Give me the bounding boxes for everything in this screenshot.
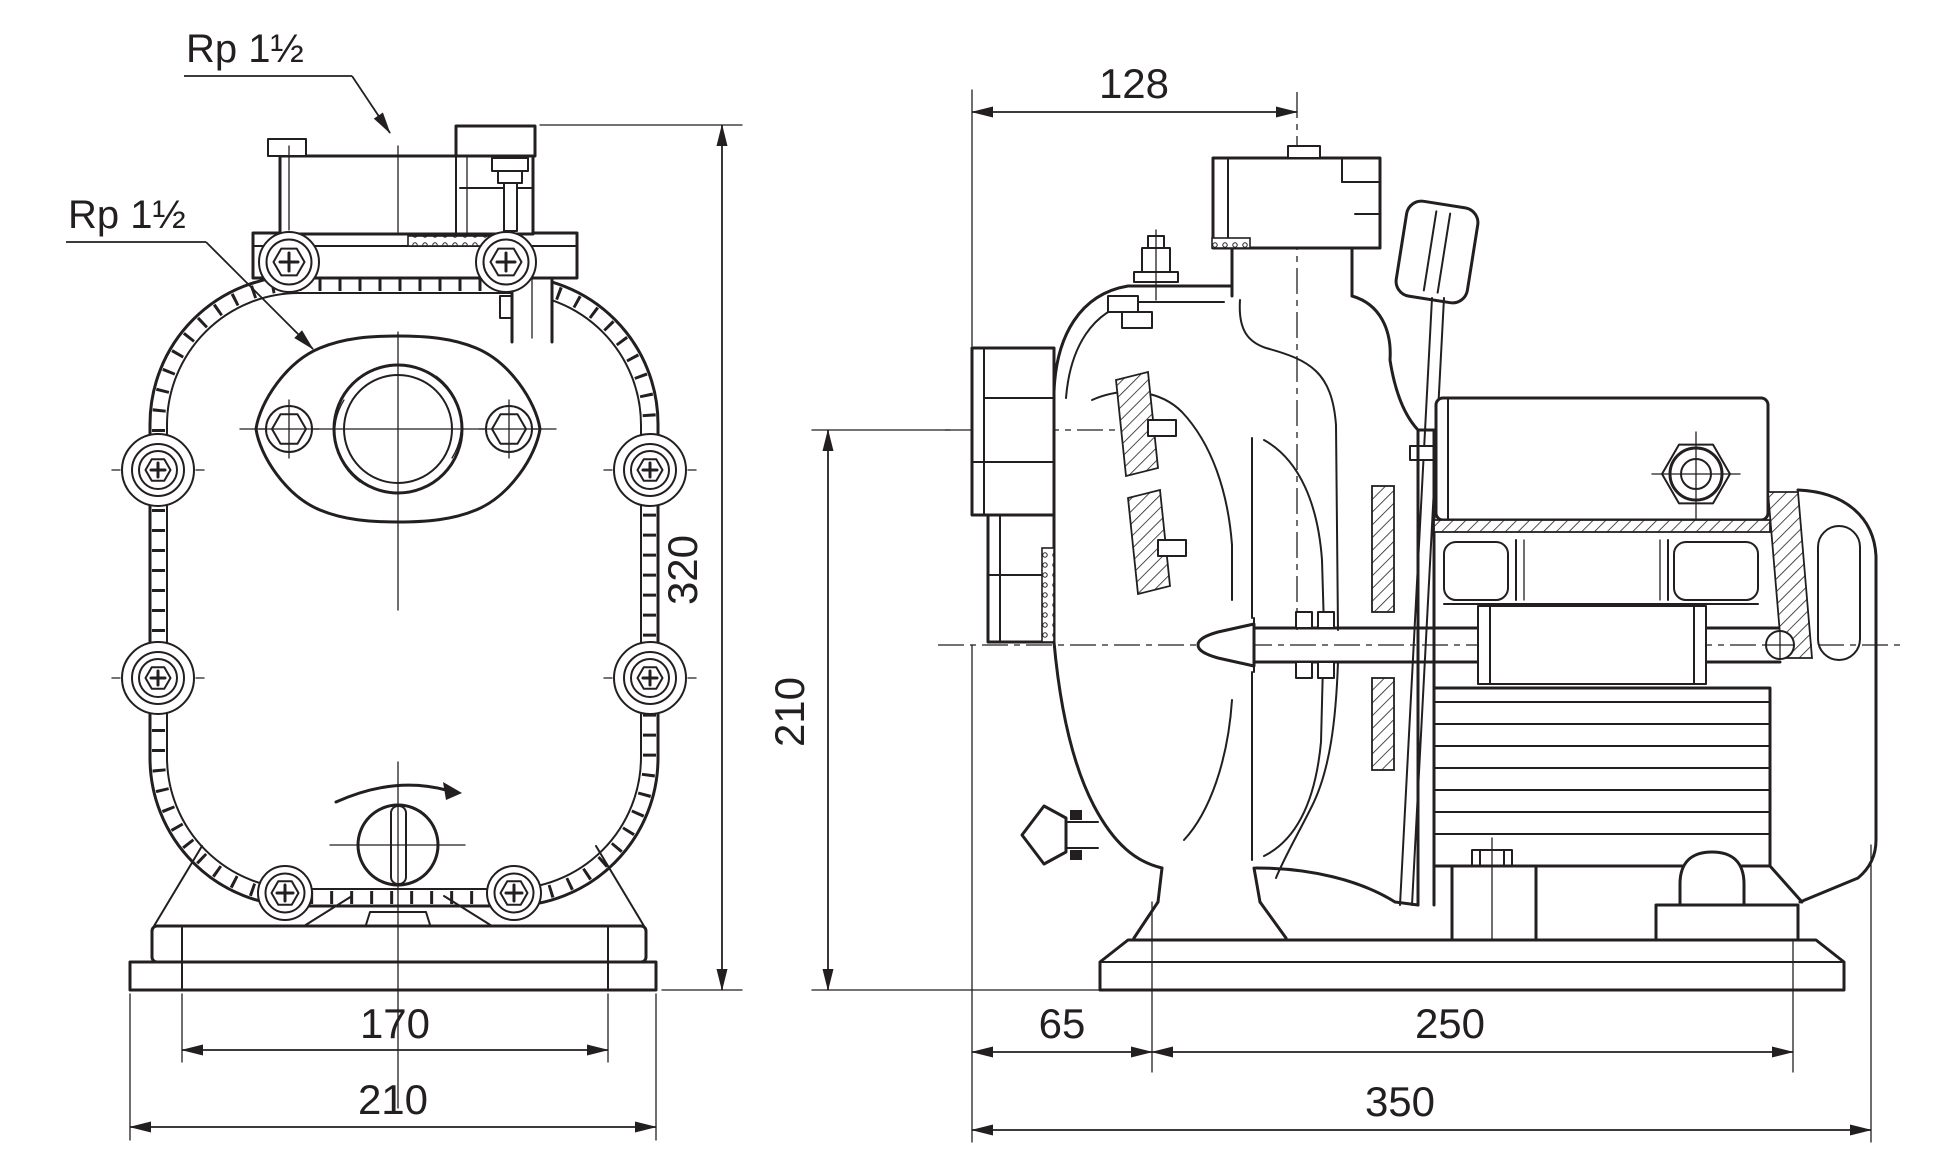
- dim-side-top: 128: [1099, 60, 1169, 107]
- side-discharge-housing: [1211, 145, 1382, 250]
- port-label-front: Rp 1½: [68, 193, 186, 237]
- side-pump-foot: [1132, 866, 1288, 940]
- front-suction-flange: [239, 331, 557, 611]
- motor-front-foot: [1450, 837, 1538, 949]
- front-port-labels: Rp 1½ Rp 1½: [66, 27, 391, 350]
- rear-cover: [1796, 488, 1878, 904]
- dim-side-axis-height: 210: [766, 677, 813, 747]
- cable-gland: [1651, 431, 1741, 519]
- front-ear-screw-top-right: [602, 432, 698, 508]
- front-ear-screw-bottom-right: [602, 640, 698, 716]
- dim-front-height: 320: [659, 535, 706, 605]
- front-top-housing: [251, 124, 579, 294]
- side-dome-bolt: [1133, 229, 1179, 301]
- dim-side-foot-spacing: 250: [1415, 1000, 1485, 1047]
- dim-front-foot-spacing: 170: [360, 1000, 430, 1047]
- front-view: Rp 1½ Rp 1½ 320 170 210: [66, 27, 743, 1141]
- front-gasket-strip: [407, 235, 491, 247]
- front-bar-screw-right: [474, 230, 538, 294]
- dim-front-base-width: 210: [358, 1076, 428, 1123]
- side-motor: [1432, 396, 1878, 949]
- front-top-bolt: [491, 157, 529, 232]
- front-base: [128, 761, 658, 1109]
- side-dimensions: 128 210 65 250 350: [766, 60, 1872, 1143]
- front-bottom-screw-right: [485, 864, 543, 922]
- front-dimensions: 320 170 210: [129, 124, 743, 1141]
- dim-side-base-length: 350: [1365, 1078, 1435, 1125]
- side-suction-flange: [970, 346, 1056, 644]
- front-ear-screw-bottom-left: [110, 640, 206, 716]
- front-bottom-screw-left: [256, 864, 314, 922]
- motor-fins: [1432, 686, 1804, 904]
- port-label-top: Rp 1½: [186, 27, 304, 71]
- front-rotation-arrow: [334, 782, 462, 804]
- side-volute-casing: [1020, 229, 1420, 940]
- side-view: 128 210 65 250 350: [766, 60, 1905, 1143]
- side-drain-knob: [1020, 804, 1099, 866]
- dim-side-foot-offset: 65: [1039, 1000, 1086, 1047]
- front-ear-screw-top-left: [110, 432, 206, 508]
- side-base-plate: [1098, 938, 1846, 992]
- front-bar-screw-left: [257, 230, 321, 294]
